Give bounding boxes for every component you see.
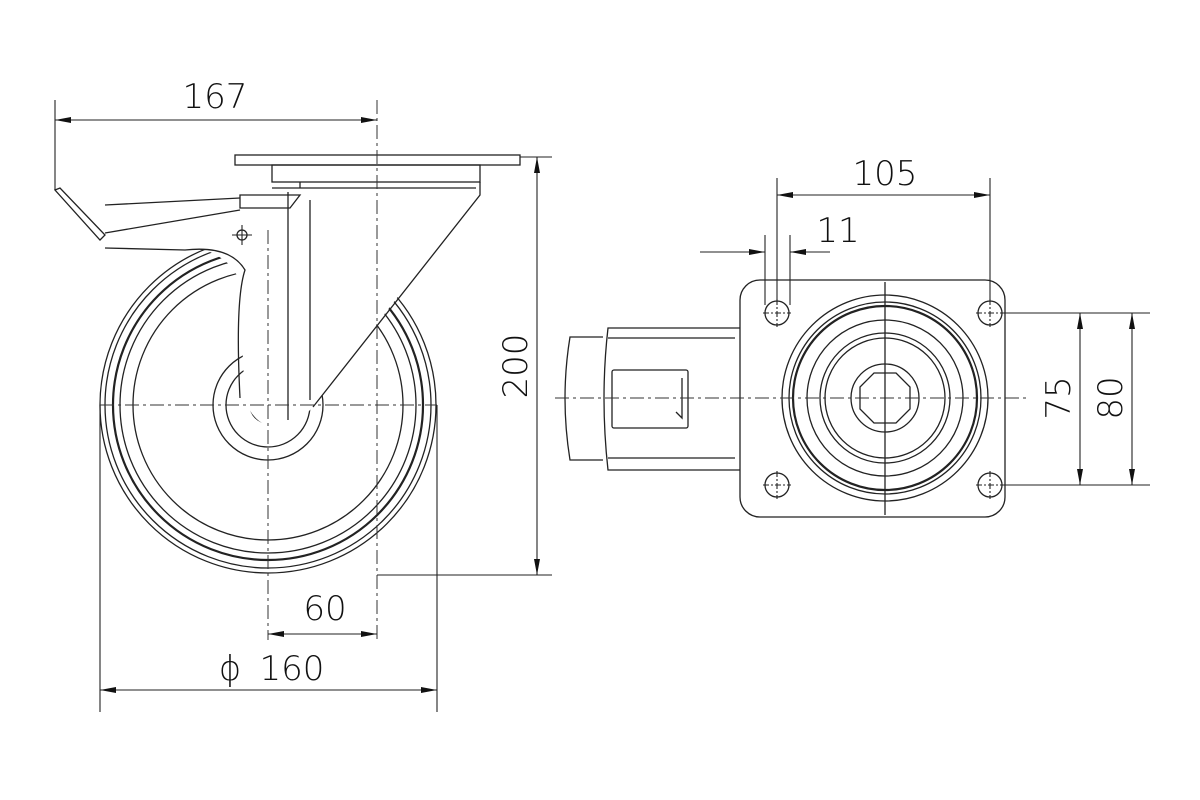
dimension-label: 80: [1091, 376, 1131, 419]
dimension-105: 105: [776, 154, 991, 300]
brake-housing: [564, 327, 740, 471]
diameter-symbol: ϕ: [219, 649, 241, 689]
kingpin-nut: [859, 372, 911, 424]
dimension-label: 11: [816, 211, 859, 251]
dimension-11: 11: [700, 211, 860, 305]
dimension-label: 75: [1039, 376, 1079, 419]
centerlines: [555, 282, 1030, 515]
dimension-label: 167: [183, 77, 248, 117]
dimension-60: 60: [268, 589, 377, 637]
dimension-label: 60: [303, 589, 346, 629]
centerlines: [100, 100, 437, 640]
bolt-holes: [763, 299, 1004, 499]
dimension-75: 75: [1000, 312, 1150, 486]
dimension-167: 167: [54, 77, 377, 190]
dimension-wheel-diameter: ϕ 160: [99, 405, 438, 712]
fork: [53, 165, 481, 427]
dimension-80: 80: [1091, 313, 1135, 485]
dimension-label: 105: [853, 154, 918, 194]
dimension-label: 200: [496, 334, 536, 399]
dimension-label: 160: [260, 649, 325, 689]
top-view: 105 11 75 80: [555, 154, 1150, 518]
side-view: 167 200 60 ϕ 160: [53, 77, 552, 712]
dimension-200: 200: [377, 156, 552, 576]
